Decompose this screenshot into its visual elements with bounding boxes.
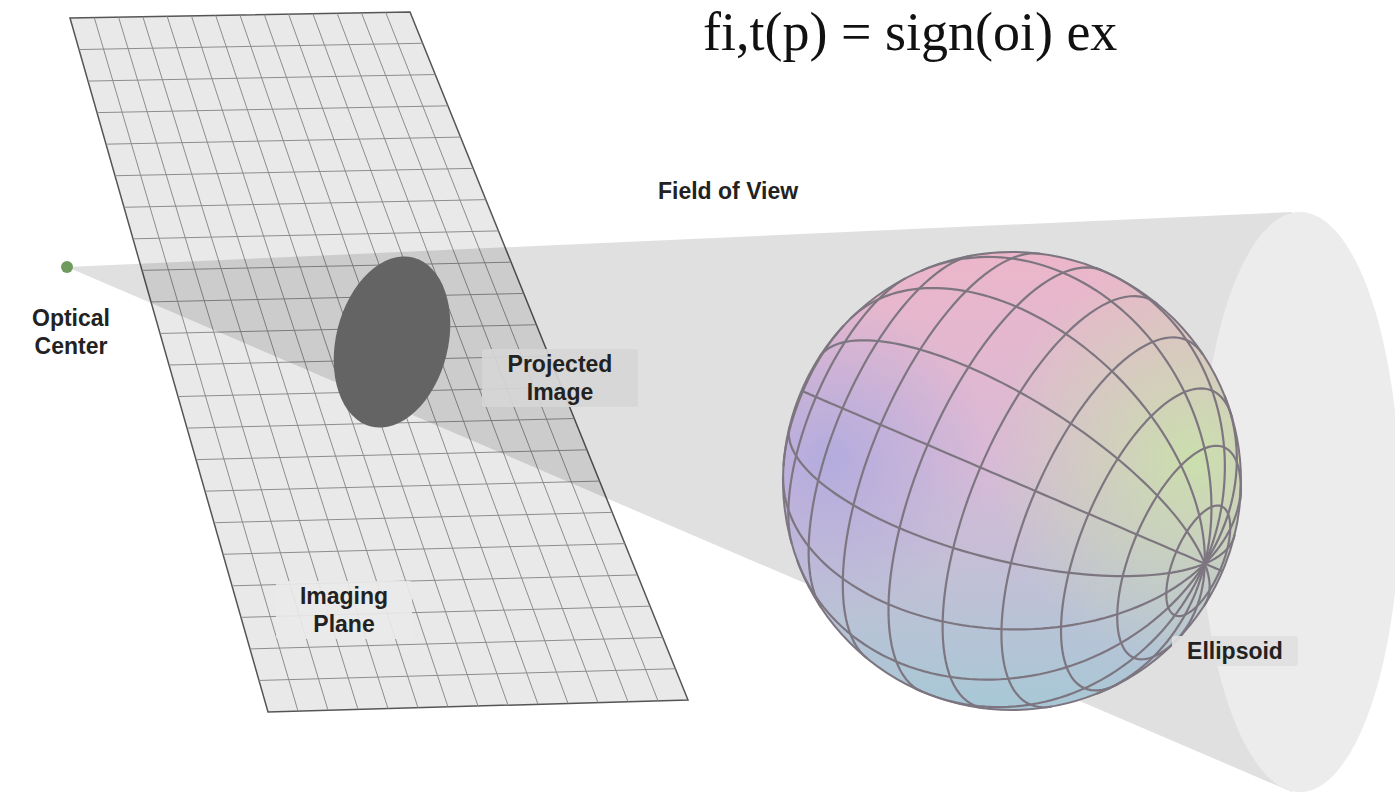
point-label: Optical Center bbox=[4, 303, 138, 361]
mesh-meridian bbox=[789, 427, 1205, 576]
mesh-parallel bbox=[888, 267, 1102, 691]
grid-line bbox=[250, 637, 663, 648]
projected-ellipse bbox=[317, 244, 468, 440]
mesh-meridian bbox=[851, 288, 1205, 564]
field-of-view-cone bbox=[67, 212, 1292, 792]
mesh-parallel bbox=[809, 256, 973, 608]
mesh-parallel bbox=[1166, 506, 1230, 617]
formula-text: fi,t(p) = sign(oi) ex bbox=[700, 2, 1120, 62]
ellipsoid-label: Ellipsoid bbox=[1172, 636, 1298, 666]
mesh-meridian bbox=[783, 476, 1205, 629]
grid-line bbox=[259, 669, 675, 681]
grid-line bbox=[240, 15, 478, 706]
optical-center-dot bbox=[61, 261, 73, 273]
mesh-parallel bbox=[843, 253, 1040, 658]
mesh-meridian bbox=[1097, 564, 1205, 694]
grid-line bbox=[205, 481, 600, 491]
image-label: Projected Image bbox=[482, 349, 638, 407]
field-label: Field of View bbox=[655, 176, 831, 206]
mesh-parallel bbox=[1117, 446, 1241, 660]
grid-line bbox=[88, 75, 435, 82]
mesh-parallel bbox=[783, 326, 843, 467]
grid-line bbox=[124, 200, 486, 208]
mesh-meridian bbox=[915, 564, 1205, 707]
grid-line bbox=[214, 512, 612, 522]
grid-line bbox=[79, 43, 423, 49]
mesh-meridian bbox=[1095, 268, 1224, 564]
grid-line bbox=[106, 137, 461, 144]
grid-line bbox=[97, 106, 448, 113]
mesh-parallel bbox=[788, 278, 905, 543]
plane-label: Imaging Plane bbox=[276, 581, 412, 639]
plane-surface bbox=[70, 12, 688, 712]
mesh-meridian bbox=[820, 340, 1205, 563]
imaging-plane bbox=[70, 12, 688, 712]
grid-line bbox=[133, 231, 498, 239]
grid-line bbox=[223, 544, 625, 555]
grid-line bbox=[115, 168, 473, 175]
mesh-meridian bbox=[921, 257, 1212, 564]
